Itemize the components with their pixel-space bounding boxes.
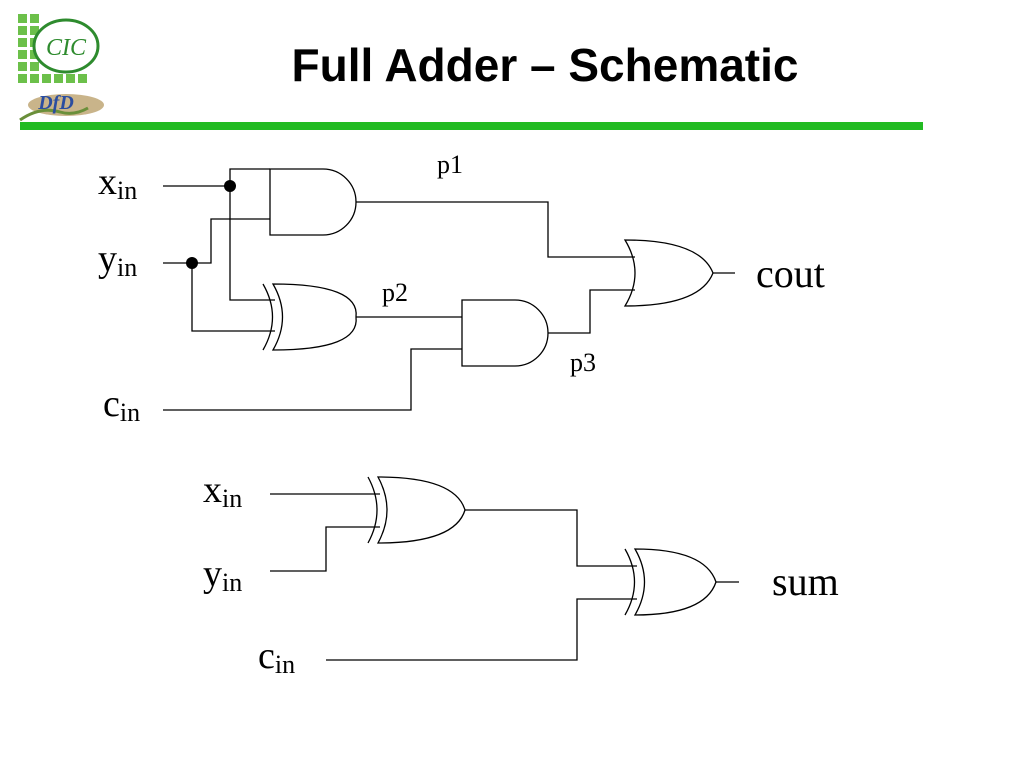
label-carry-xin-sub: in [117, 176, 138, 206]
label-carry-xin: xin [98, 161, 137, 204]
label-sum-xin-base: x [203, 469, 222, 511]
wire-p1 [356, 201, 635, 258]
cic-logo-graphic: CIC DfD [18, 14, 104, 122]
xor-gate-sum1-back [367, 476, 378, 544]
and-gate-p3 [461, 299, 549, 367]
label-carry-cin: cin [103, 383, 140, 426]
label-sum-xin: xin [203, 469, 242, 512]
label-sum-xin-sub: in [222, 484, 243, 514]
label-cout: cout [756, 251, 825, 296]
label-carry-xin-base: x [98, 161, 117, 203]
label-sum-yin-sub: in [222, 568, 243, 598]
wire-xin-to-xor [229, 186, 275, 301]
logo-bottom-text: DfD [37, 92, 74, 114]
label-sum: sum [772, 559, 839, 604]
wire-p3 [548, 289, 635, 334]
or-gate-cout [623, 239, 714, 307]
logo-top-text: CIC [46, 35, 87, 61]
label-carry-yin: yin [98, 238, 137, 281]
wire-sum-cin [326, 598, 637, 661]
label-sum-yin: yin [203, 553, 242, 596]
label-sum-yin-base: y [203, 553, 222, 595]
xor-gate-p2-back [262, 283, 274, 351]
wire-yin [163, 218, 270, 264]
xor-gate-sum2 [633, 548, 717, 616]
and-gate-p1 [269, 168, 357, 236]
wire-xin [163, 168, 270, 187]
label-sum-cin-base: c [258, 635, 275, 677]
page-title: Full Adder – Schematic [291, 39, 799, 91]
title-underline [20, 122, 923, 130]
xor-gate-sum1 [376, 476, 466, 544]
cic-logo: CIC DfD [10, 8, 110, 126]
label-p2: p2 [382, 278, 408, 307]
label-carry-yin-sub: in [117, 253, 138, 283]
wire-cin [163, 348, 462, 411]
label-p1: p1 [437, 150, 463, 179]
label-p3: p3 [570, 348, 596, 377]
wire-sum-mid [465, 509, 637, 567]
label-carry-yin-base: y [98, 238, 117, 280]
label-sum-cin: cin [258, 635, 295, 678]
xor-gate-sum2-back [624, 548, 636, 616]
wire-yin-to-xor [191, 263, 275, 332]
label-carry-cin-base: c [103, 383, 120, 425]
label-carry-cin-sub: in [119, 398, 141, 428]
junction-yin [186, 257, 198, 269]
wire-sum-yin [270, 526, 380, 572]
xor-gate-p2 [271, 283, 357, 351]
junction-xin [224, 180, 236, 192]
label-sum-cin-sub: in [274, 650, 296, 680]
